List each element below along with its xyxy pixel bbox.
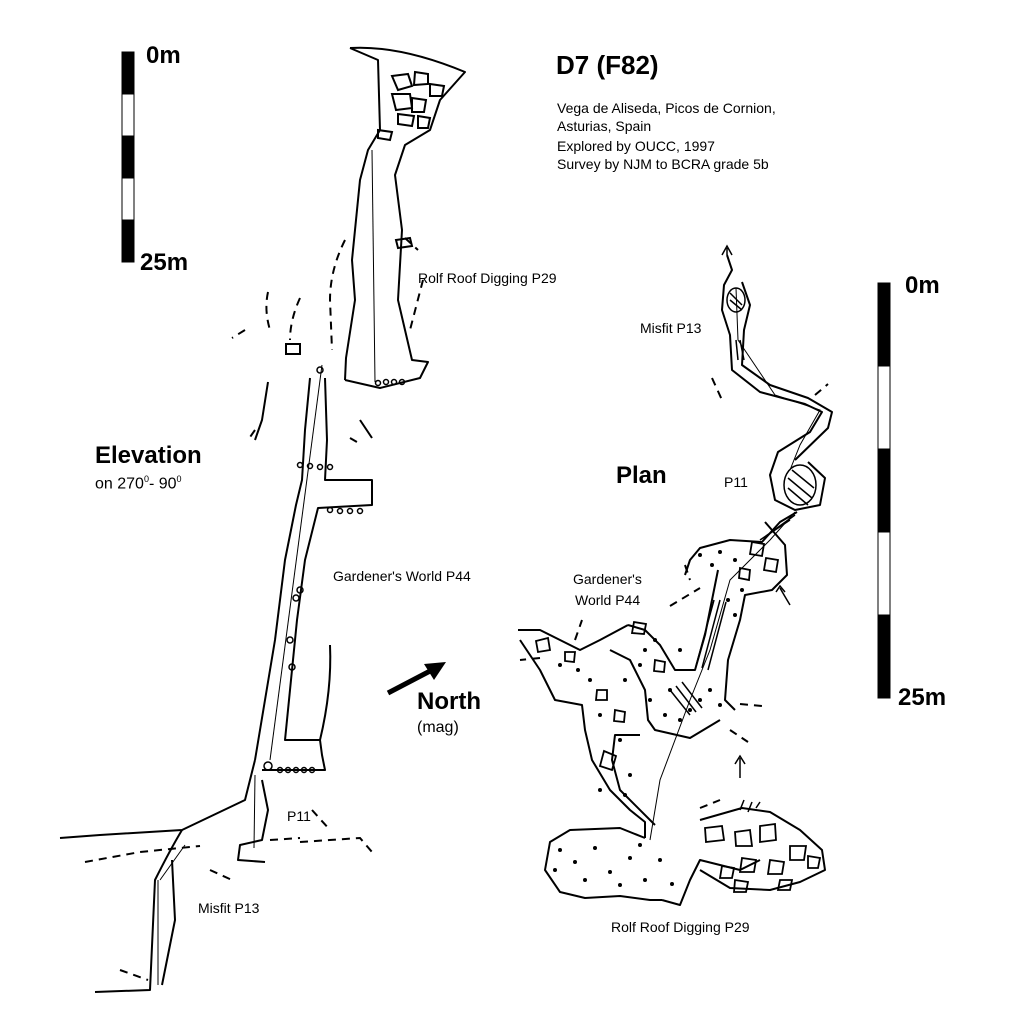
elevation-boulders: [285, 70, 446, 355]
plan-heading: Plan: [616, 462, 667, 489]
elevation-outline: [59, 46, 466, 993]
elevation-heading: Elevation: [95, 442, 202, 469]
plan-label-misfit: Misfit P13: [640, 320, 702, 336]
plan-boulders: [534, 540, 822, 893]
elevation-survey-legs: [157, 149, 376, 985]
scale-left-top-label: 0m: [146, 42, 181, 69]
north-label: North: [417, 688, 481, 715]
plan-flow-arrows: [721, 244, 791, 813]
plan-label-p11: P11: [724, 474, 748, 490]
north-sub-label: (mag): [417, 719, 459, 736]
plan-survey-legs: [649, 287, 821, 841]
elevation-label-gardener: Gardener's World P44: [333, 568, 471, 584]
plan-label-gardener-line1: Gardener's: [573, 571, 642, 587]
scale-right-top-label: 0m: [905, 272, 940, 299]
plan-outline: [518, 254, 833, 906]
plan-label-gardener-line2: World P44: [575, 592, 641, 608]
scale-bar-left: [121, 51, 135, 263]
scale-right-bottom-label: 25m: [898, 684, 947, 711]
survey-info-line-1: Vega de Aliseda, Picos de Cornion,: [557, 100, 776, 116]
elevation-dashed-walls: [84, 237, 424, 981]
survey-info-line-2: Asturias, Spain: [557, 118, 652, 134]
scale-bar-right: [877, 282, 891, 699]
plan-rubble-dots: [553, 550, 744, 887]
plan-hatching: [669, 287, 817, 716]
scale-left-bottom-label: 25m: [140, 249, 189, 276]
north-arrow: [386, 662, 446, 696]
elevation-label-misfit: Misfit P13: [198, 900, 260, 916]
elevation-label-rolf: Rolf Roof Digging P29: [418, 270, 557, 286]
elevation-station-beads: [263, 366, 406, 774]
plan-label-rolf: Rolf Roof Digging P29: [611, 919, 750, 935]
survey-title: D7 (F82): [556, 50, 659, 80]
elevation-label-p11: P11: [287, 808, 311, 824]
survey-info-line-4: Survey by NJM to BCRA grade 5b: [557, 156, 769, 172]
plan-dashed-walls: [519, 377, 829, 809]
survey-info-line-3: Explored by OUCC, 1997: [557, 138, 715, 154]
elevation-subheading: on 2700- 900: [95, 474, 182, 493]
